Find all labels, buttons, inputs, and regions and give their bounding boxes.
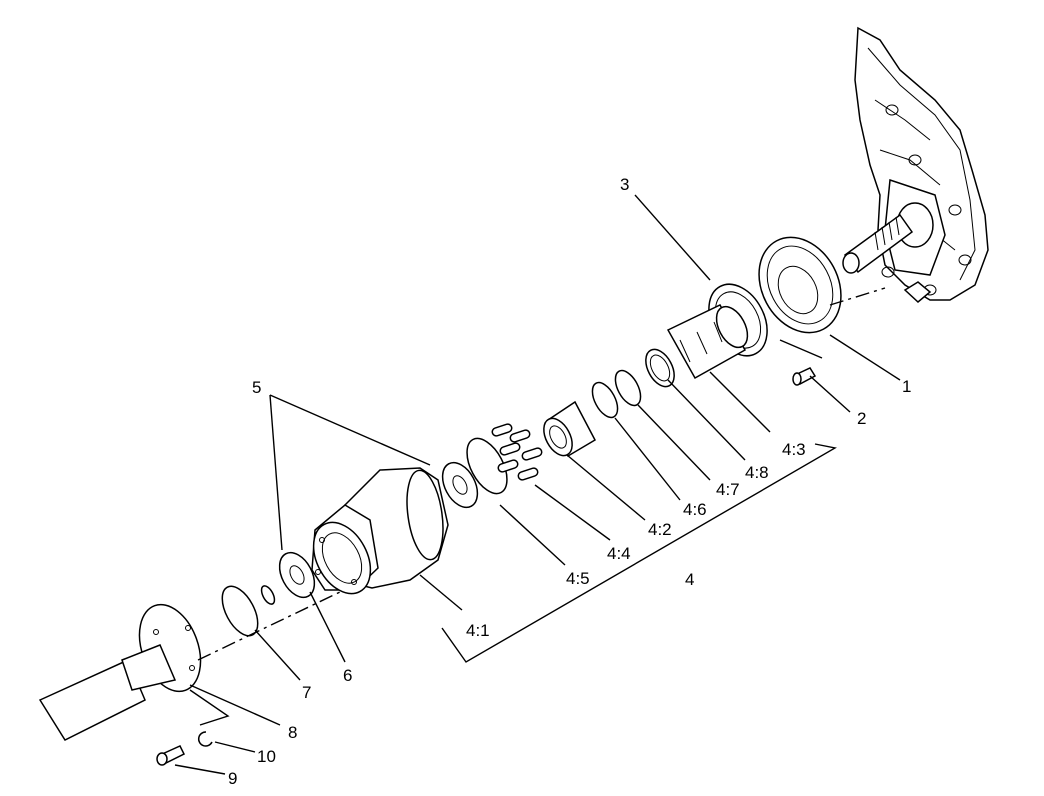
part-2-bolt <box>792 367 817 386</box>
label-4-5: 4:5 <box>566 569 590 588</box>
part-4-5-ring <box>466 437 508 495</box>
part-4-1-hub <box>311 467 449 595</box>
label-4-8: 4:8 <box>745 463 769 482</box>
part-9-bolt <box>156 745 186 766</box>
part-1-seal-ring <box>758 236 842 334</box>
part-4-6-ring <box>591 381 619 419</box>
label-4-2: 4:2 <box>648 520 672 539</box>
part-4-4-pins <box>491 423 543 481</box>
part-4-7-ring <box>614 369 642 407</box>
part-5-small-ring <box>260 585 276 605</box>
part-4-3-cage <box>666 304 749 380</box>
label-9: 9 <box>228 769 237 788</box>
label-4-6: 4:6 <box>683 500 707 519</box>
label-7: 7 <box>302 683 311 702</box>
label-4: 4 <box>685 570 694 589</box>
label-6: 6 <box>343 666 352 685</box>
part-4-8-snap-ring <box>645 348 675 388</box>
part-7-ring <box>221 585 259 637</box>
label-8: 8 <box>288 723 297 742</box>
leader-lines <box>174 194 901 775</box>
part-6-bearing <box>278 551 316 599</box>
part-4-2-bearing <box>543 400 596 458</box>
label-4-1: 4:1 <box>466 621 490 640</box>
label-4-4: 4:4 <box>607 544 631 563</box>
part-10-clip <box>197 731 213 747</box>
label-1: 1 <box>902 377 911 396</box>
label-4-3: 4:3 <box>782 440 806 459</box>
label-10: 10 <box>257 747 276 766</box>
label-5: 5 <box>252 378 261 397</box>
part-5-bearing-upper <box>441 461 479 509</box>
label-3: 3 <box>620 175 629 194</box>
gearbox-housing <box>842 26 989 303</box>
label-2: 2 <box>857 409 866 428</box>
label-4-7: 4:7 <box>716 480 740 499</box>
part-8-shaft-flange <box>38 603 202 741</box>
